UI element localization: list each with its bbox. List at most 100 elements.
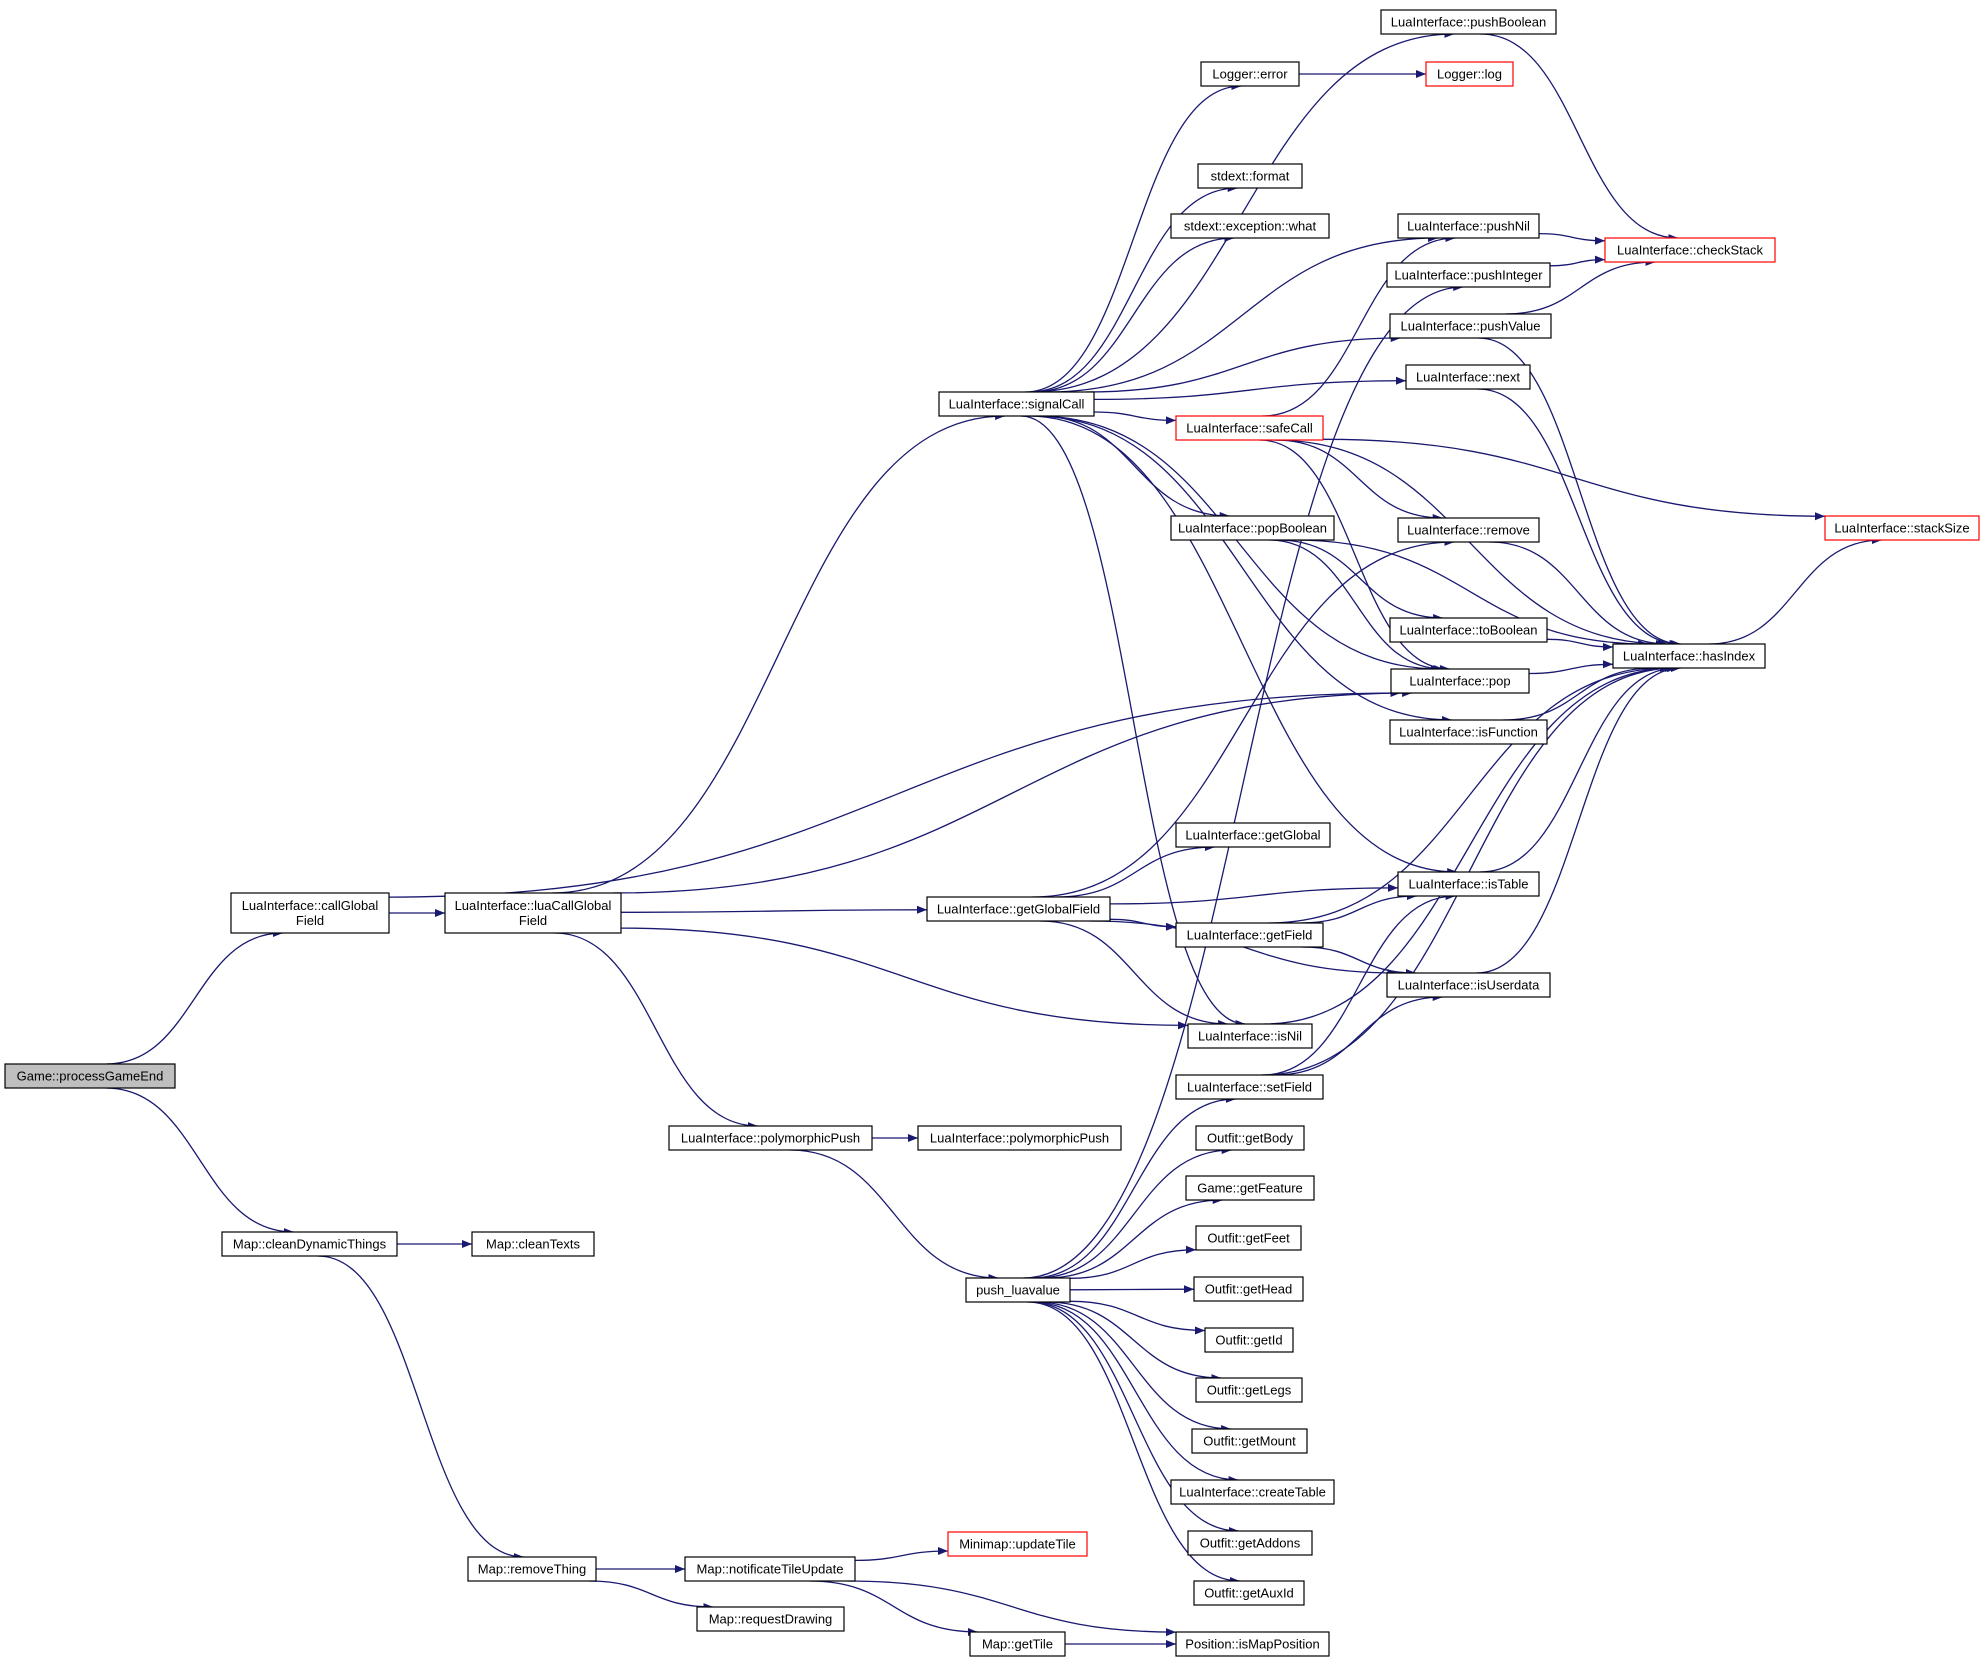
node-clean-dynamic-things[interactable]: Map::cleanDynamicThings	[221, 1231, 398, 1257]
node-get-feature[interactable]: Game::getFeature	[1185, 1175, 1315, 1201]
node-box	[1405, 364, 1531, 390]
node-get-field[interactable]: LuaInterface::getField	[1175, 922, 1324, 948]
node-box	[1185, 1175, 1315, 1201]
node-polymorphic-push1[interactable]: LuaInterface::polymorphicPush	[668, 1125, 873, 1151]
node-has-index[interactable]: LuaInterface::hasIndex	[1612, 643, 1766, 669]
edge-signal-call-to-logger-error	[1024, 82, 1242, 393]
node-box	[1200, 61, 1300, 87]
node-box	[1197, 163, 1303, 189]
node-stdext-format[interactable]: stdext::format	[1197, 163, 1303, 189]
edge-pop-boolean-to-pop	[1268, 539, 1444, 673]
node-box	[1195, 1225, 1302, 1251]
node-label: Outfit::getMount	[1203, 1434, 1296, 1449]
node-get-id[interactable]: Outfit::getId	[1204, 1327, 1294, 1353]
node-exception-what[interactable]: stdext::exception::what	[1170, 213, 1330, 239]
node-create-table[interactable]: LuaInterface::createTable	[1170, 1479, 1335, 1505]
node-safe-call[interactable]: LuaInterface::safeCall	[1175, 415, 1324, 441]
node-box	[947, 1531, 1088, 1557]
node-box	[969, 1631, 1066, 1657]
node-get-global[interactable]: LuaInterface::getGlobal	[1175, 822, 1331, 848]
nodes-layer: Game::processGameEnd LuaInterface::callGl…	[4, 9, 1980, 1657]
node-is-userdata[interactable]: LuaInterface::isUserdata	[1386, 972, 1551, 998]
node-get-global-field[interactable]: LuaInterface::getGlobalField	[926, 896, 1111, 922]
node-logger-log[interactable]: Logger::log	[1425, 61, 1514, 87]
node-pop-boolean[interactable]: LuaInterface::popBoolean	[1170, 515, 1335, 541]
node-set-field[interactable]: LuaInterface::setField	[1175, 1074, 1324, 1100]
node-notificate-tile-update[interactable]: Map::notificateTileUpdate	[684, 1556, 856, 1582]
node-box	[1191, 1428, 1308, 1454]
node-label: stdext::exception::what	[1184, 219, 1317, 234]
node-label: Position::isMapPosition	[1185, 1637, 1319, 1652]
edge-process-game-end-to-clean-dynamic-things	[105, 1087, 294, 1236]
node-box	[1389, 719, 1548, 745]
node-get-aux-id[interactable]: Outfit::getAuxId	[1193, 1580, 1305, 1606]
node-box	[1380, 9, 1557, 35]
node-push-integer[interactable]: LuaInterface::pushInteger	[1386, 262, 1551, 288]
node-box	[1390, 668, 1530, 694]
node-is-table[interactable]: LuaInterface::isTable	[1397, 871, 1540, 897]
node-label: LuaInterface::getGlobal	[1185, 828, 1320, 843]
node-get-feet[interactable]: Outfit::getFeet	[1195, 1225, 1302, 1251]
edge-signal-call-to-is-table	[1027, 415, 1458, 876]
node-label: LuaInterface::pushBoolean	[1391, 15, 1546, 30]
edge-signal-call-to-safe-call	[1093, 411, 1177, 425]
node-remove[interactable]: LuaInterface::remove	[1397, 517, 1540, 543]
node-clean-texts[interactable]: Map::cleanTexts	[471, 1231, 595, 1257]
node-check-stack[interactable]: LuaInterface::checkStack	[1604, 237, 1776, 263]
node-next[interactable]: LuaInterface::next	[1405, 364, 1531, 390]
node-push-value[interactable]: LuaInterface::pushValue	[1389, 313, 1552, 339]
node-stack-size[interactable]: LuaInterface::stackSize	[1824, 515, 1980, 541]
node-process-game-end[interactable]: Game::processGameEnd	[4, 1063, 176, 1089]
node-to-boolean[interactable]: LuaInterface::toBoolean	[1389, 617, 1548, 643]
node-label: LuaInterface::next	[1416, 370, 1520, 385]
node-get-legs[interactable]: Outfit::getLegs	[1195, 1377, 1303, 1403]
edge-push-luavalue-to-set-field	[1031, 1095, 1236, 1279]
node-get-head[interactable]: Outfit::getHead	[1193, 1276, 1304, 1302]
node-label: LuaInterface::callGlobal	[242, 898, 379, 913]
edge-push-luavalue-to-create-table	[1031, 1301, 1239, 1484]
node-logger-error[interactable]: Logger::error	[1200, 61, 1300, 87]
node-pop[interactable]: LuaInterface::pop	[1390, 668, 1530, 694]
node-polymorphic-push2[interactable]: LuaInterface::polymorphicPush	[917, 1125, 1122, 1151]
node-request-drawing[interactable]: Map::requestDrawing	[696, 1606, 845, 1632]
node-box	[1175, 415, 1324, 441]
node-get-mount[interactable]: Outfit::getMount	[1191, 1428, 1308, 1454]
node-push-luavalue[interactable]: push_luavalue	[965, 1277, 1071, 1303]
node-box	[1425, 61, 1514, 87]
edge-remove-thing-to-request-drawing	[589, 1580, 714, 1611]
node-push-boolean[interactable]: LuaInterface::pushBoolean	[1380, 9, 1557, 35]
node-label: LuaInterface::pushValue	[1401, 319, 1541, 334]
node-get-addons[interactable]: Outfit::getAddons	[1187, 1530, 1313, 1556]
edge-safe-call-to-pop	[1259, 439, 1451, 673]
edge-is-userdata-to-has-index	[1476, 664, 1682, 974]
edge-is-table-to-has-index	[1480, 664, 1678, 873]
node-box	[1175, 1074, 1324, 1100]
node-label: LuaInterface::hasIndex	[1623, 649, 1756, 664]
node-get-tile[interactable]: Map::getTile	[969, 1631, 1066, 1657]
node-is-function[interactable]: LuaInterface::isFunction	[1389, 719, 1548, 745]
edge-pop-boolean-to-to-boolean	[1277, 539, 1444, 622]
edge-to-boolean-to-has-index	[1546, 638, 1614, 651]
node-label: Map::requestDrawing	[709, 1612, 833, 1627]
node-box	[1204, 1327, 1294, 1353]
node-remove-thing[interactable]: Map::removeThing	[467, 1556, 597, 1582]
node-signal-call[interactable]: LuaInterface::signalCall	[938, 391, 1095, 417]
node-label: LuaInterface::polymorphicPush	[681, 1131, 860, 1146]
edge-set-field-to-is-userdata	[1275, 993, 1443, 1076]
node-box	[668, 1125, 873, 1151]
node-is-map-position[interactable]: Position::isMapPosition	[1175, 1631, 1330, 1657]
node-is-nil[interactable]: LuaInterface::isNil	[1187, 1023, 1313, 1049]
node-update-tile[interactable]: Minimap::updateTile	[947, 1531, 1088, 1557]
node-label: Map::removeThing	[478, 1562, 586, 1577]
edge-signal-call-to-push-boolean	[1030, 30, 1455, 393]
node-box	[684, 1556, 856, 1582]
edge-signal-call-to-exception-what	[1032, 234, 1235, 393]
node-push-nil[interactable]: LuaInterface::pushNil	[1397, 213, 1540, 239]
node-box	[1175, 1631, 1330, 1657]
edge-push-luavalue-to-get-legs	[1045, 1301, 1222, 1382]
edge-signal-call-to-pop	[1035, 415, 1441, 673]
node-get-body[interactable]: Outfit::getBody	[1195, 1125, 1305, 1151]
node-label: LuaInterface::pushNil	[1407, 219, 1530, 234]
